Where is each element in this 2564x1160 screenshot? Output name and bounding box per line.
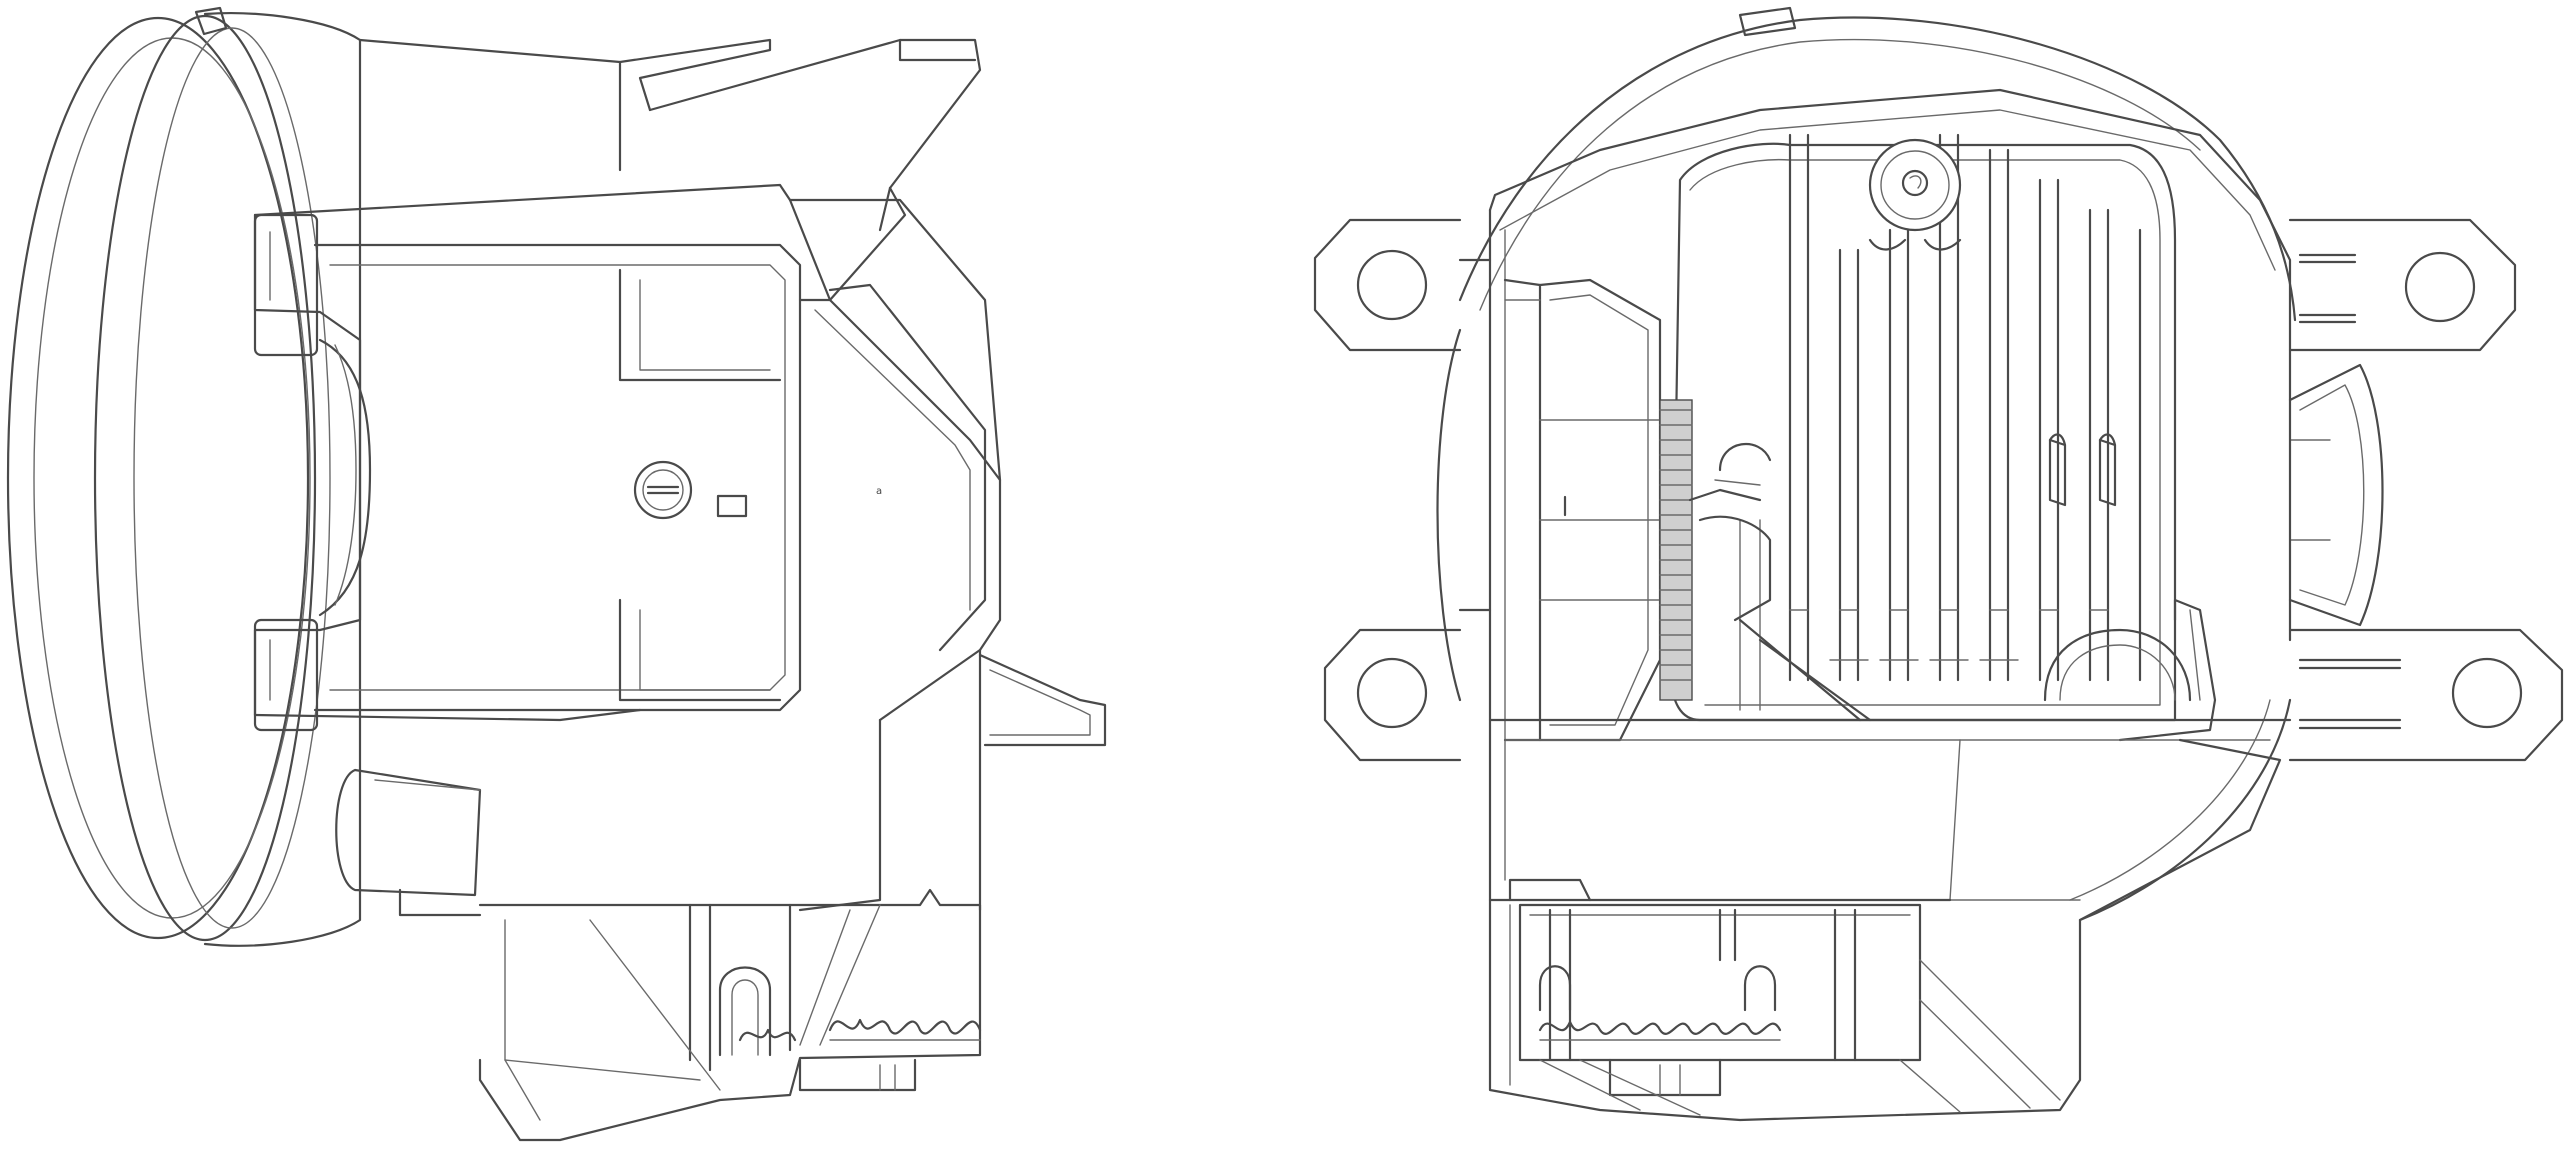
housing-body: a — [253, 38, 1107, 917]
inner-braces — [1688, 442, 1872, 722]
connector-socket — [478, 888, 982, 1142]
part-mark-glyph: a — [876, 486, 882, 497]
lens-bezel — [6, 6, 362, 947]
knurled-pins — [738, 1018, 982, 1042]
right-mount-ears — [2288, 218, 2564, 762]
rear-view: | — [1313, 6, 2564, 1122]
lower-ring — [2043, 598, 2217, 742]
left-mount-ears — [1313, 218, 1462, 762]
heatsink-fins — [1739, 133, 2142, 711]
round-housing — [1436, 6, 2297, 922]
rear-connector — [1488, 718, 2292, 1122]
side-view: a — [6, 6, 1107, 1142]
ribbed-strip — [1659, 399, 1693, 701]
small-tab — [716, 494, 748, 518]
adjust-screw — [633, 460, 693, 520]
rear-frame: | — [1458, 88, 2292, 902]
top-boss — [1868, 138, 1962, 251]
